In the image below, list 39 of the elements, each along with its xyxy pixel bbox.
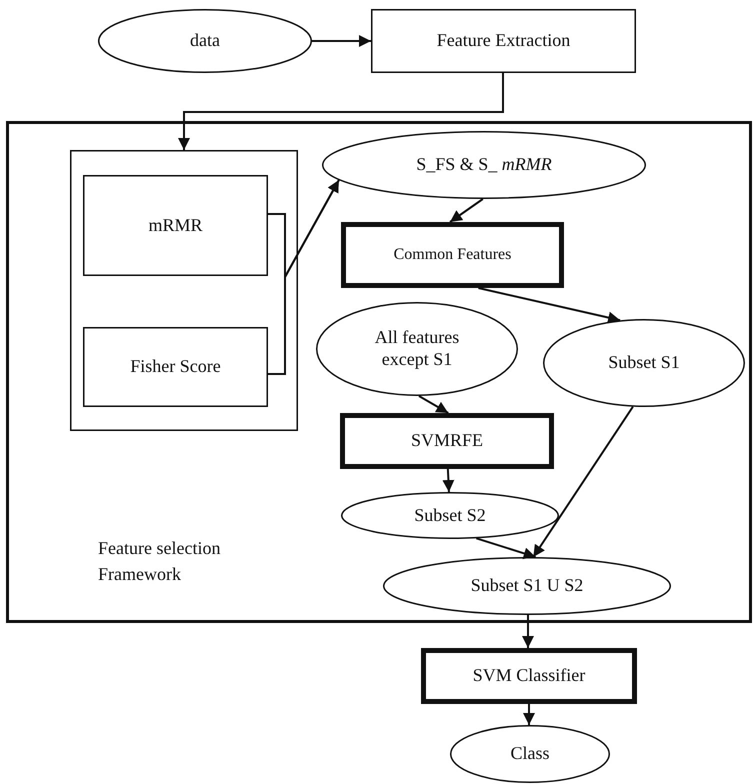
process-ellipse xyxy=(341,492,559,539)
process-ellipse xyxy=(543,319,745,407)
process-ellipse xyxy=(316,302,518,396)
group-box xyxy=(70,150,298,431)
arrow xyxy=(449,198,484,223)
node-label: SVM Classifier xyxy=(472,665,586,687)
process-box xyxy=(83,327,268,407)
process-box xyxy=(341,222,564,288)
arrow xyxy=(532,406,634,558)
arrow xyxy=(312,35,371,47)
node-label: Subset S1 xyxy=(608,352,680,374)
process-ellipse xyxy=(322,131,646,199)
process-ellipse xyxy=(98,9,312,73)
node-label: Class xyxy=(510,743,550,765)
process-ellipse xyxy=(383,557,671,615)
process-box xyxy=(83,175,268,276)
node-label: mRMR xyxy=(148,214,203,236)
node-label: Fisher Score xyxy=(130,356,221,378)
arrow xyxy=(418,395,449,414)
arrow xyxy=(268,180,340,375)
node-label: Subset S2 xyxy=(414,504,486,526)
process-ellipse xyxy=(450,725,610,783)
node-label: S_FS & S_ mRMR xyxy=(416,154,552,176)
process-box xyxy=(371,9,636,73)
arrow xyxy=(523,704,535,725)
node-label: Subset S1 U S2 xyxy=(470,575,584,597)
node-label: SVMRFE xyxy=(410,430,484,452)
process-box xyxy=(421,648,637,704)
frame-title: Feature selection Framework xyxy=(98,537,222,586)
framework-frame xyxy=(6,121,752,623)
arrow xyxy=(178,73,504,150)
node-label: Common Features xyxy=(394,245,512,265)
arrow xyxy=(442,468,454,492)
arrow xyxy=(522,615,534,648)
node-label: All features except S1 xyxy=(374,327,460,371)
arrow xyxy=(478,287,620,324)
process-box xyxy=(340,413,554,469)
node-label: Feature Extraction xyxy=(436,30,570,52)
node-label: data xyxy=(190,30,220,52)
